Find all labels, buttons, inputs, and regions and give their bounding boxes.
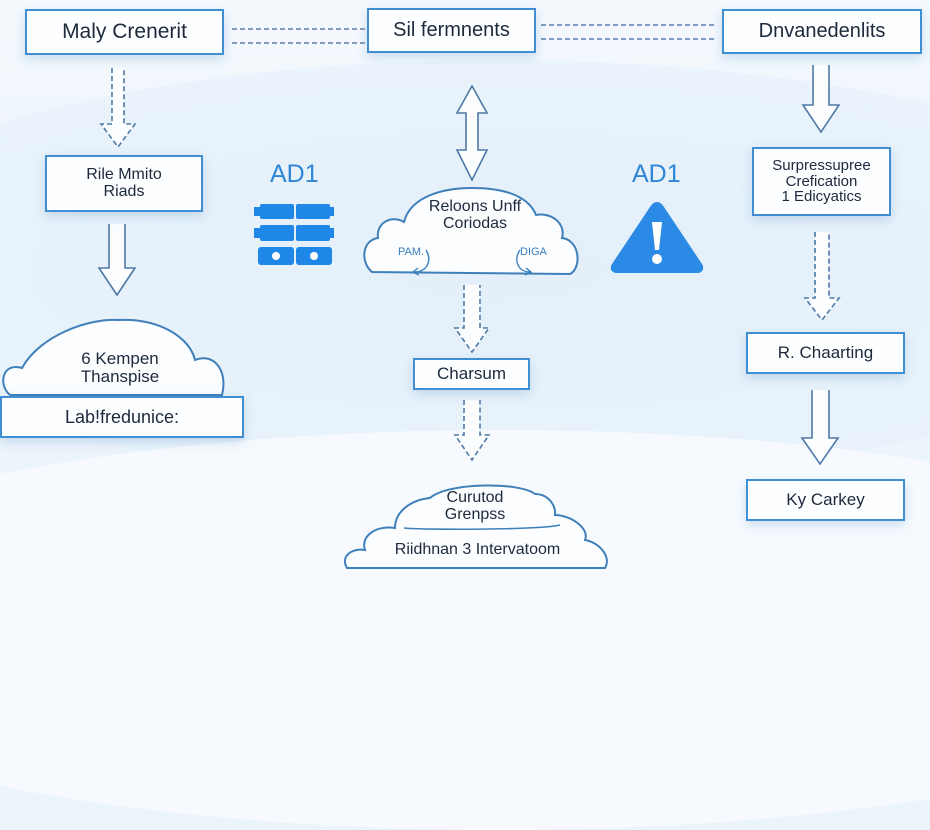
right-icon-label: AD1	[632, 160, 681, 188]
curve-arrowhead-right	[524, 267, 533, 276]
cloud-bottom-label: Curutod Grenpss	[444, 489, 506, 523]
node-right-lower-label: R. Chaarting	[777, 343, 874, 363]
cloud-left	[2, 318, 225, 396]
cloud-center	[363, 186, 579, 276]
cloud-bottom-divider	[403, 524, 561, 531]
node-top-center[interactable]: Sil fermnents	[367, 8, 536, 53]
arrow-down-left-2	[97, 224, 137, 297]
cloud-center-label: Reloons Unff Coriodas	[428, 198, 522, 232]
warning-icon	[610, 202, 704, 273]
node-top-left[interactable]: Maly Crenerit	[25, 9, 224, 55]
cloud-center-tag-right: DIGA	[520, 246, 547, 258]
curve-arrowhead-left	[411, 267, 420, 276]
node-left-base-label: Lab!fredunice:	[64, 406, 180, 427]
node-left-mid-label: Rile Mmito Riads	[86, 165, 162, 200]
arrow-down-right-2	[803, 232, 841, 322]
node-top-right[interactable]: Dnvanedenlits	[722, 9, 922, 54]
node-top-center-label: Sil fermnents	[393, 19, 510, 41]
node-left-base[interactable]: Lab!fredunice:	[0, 396, 244, 438]
node-center-mid-label: Charsum	[437, 364, 506, 384]
node-center-mid[interactable]: Charsum	[413, 358, 530, 390]
cloud-bottom-base-label: Riidhnan 3 Intervatoom	[394, 541, 561, 558]
curve-arrow-left	[413, 249, 430, 273]
arrow-down-center-1	[453, 285, 491, 354]
node-right-mid[interactable]: Surpressupree Crefication 1 Edicyatics	[752, 147, 891, 216]
node-right-bottom[interactable]: Ky Carkey	[746, 479, 905, 521]
node-left-mid[interactable]: Rile Mmito Riads	[45, 155, 203, 212]
server-rack-icon	[254, 204, 334, 265]
arrow-bidirectional-center	[455, 84, 489, 182]
node-top-right-label: Dnvanedenlits	[758, 20, 886, 42]
node-right-mid-label: Surpressupree Crefication 1 Edicyatics	[772, 156, 871, 206]
node-top-left-label: Maly Crenerit	[62, 19, 187, 43]
node-right-bottom-label: Ky Carkey	[786, 490, 865, 510]
arrow-down-right-3	[800, 390, 840, 466]
curve-arrow-right	[516, 249, 531, 273]
arrow-down-left-1	[99, 68, 137, 149]
cloud-left-label: 6 Kempen Thanspise	[80, 349, 160, 386]
connectors-layer	[2, 24, 841, 569]
arrow-down-center-2	[453, 400, 491, 462]
cloud-bottom	[344, 484, 608, 569]
node-right-lower[interactable]: R. Chaarting	[746, 332, 905, 374]
arrow-down-right-1	[801, 65, 841, 134]
cloud-center-tag-left: PAM.	[398, 246, 425, 258]
left-icon-label: AD1	[270, 160, 319, 188]
